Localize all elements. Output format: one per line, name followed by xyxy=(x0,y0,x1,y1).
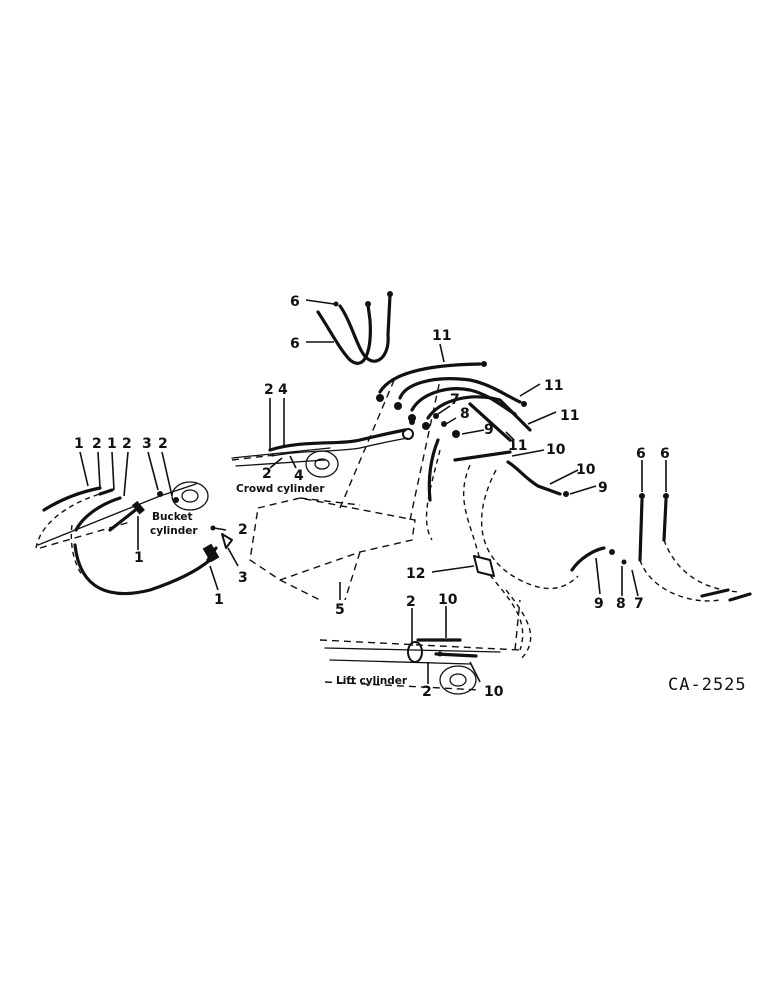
callout-5: 5 xyxy=(335,602,345,618)
callout-11: 11 xyxy=(560,408,579,424)
figure-code: CA-2525 xyxy=(668,675,747,695)
callout-9: 9 xyxy=(484,422,494,438)
callout-1: 1 xyxy=(107,436,117,452)
callout-6: 6 xyxy=(290,294,300,310)
bucket-cylinder-label: Bucket xyxy=(152,511,193,523)
callout-10: 10 xyxy=(546,442,566,458)
callout-10: 10 xyxy=(438,592,458,608)
callout-2: 2 xyxy=(92,436,102,452)
loader-frame-outline xyxy=(231,377,521,691)
callout-6: 6 xyxy=(660,446,670,462)
callout-2: 2 xyxy=(422,684,432,700)
callout-numbers: 1 2 1 2 3 2 1 2 3 1 2 4 2 4 6 6 11 11 11… xyxy=(74,294,670,700)
callout-10: 10 xyxy=(484,684,504,700)
callout-9: 9 xyxy=(594,596,604,612)
callout-11: 11 xyxy=(508,438,527,454)
callout-2: 2 xyxy=(406,594,416,610)
lift-cylinder xyxy=(324,641,501,695)
callout-12: 12 xyxy=(406,566,425,582)
callout-3: 3 xyxy=(142,436,152,452)
callout-10: 10 xyxy=(576,462,596,478)
callout-2: 2 xyxy=(262,466,272,482)
callout-4: 4 xyxy=(294,468,304,484)
callout-2: 2 xyxy=(238,522,248,538)
callout-8: 8 xyxy=(616,596,626,612)
callout-11: 11 xyxy=(432,328,451,344)
crowd-cylinder xyxy=(231,447,339,478)
bucket-cylinder-label-2: cylinder xyxy=(150,525,198,537)
callout-3: 3 xyxy=(238,570,248,586)
callout-1: 1 xyxy=(214,592,224,608)
leader-arrows xyxy=(79,299,667,684)
callout-7: 7 xyxy=(634,596,644,612)
callout-1: 1 xyxy=(134,550,144,566)
callout-2: 2 xyxy=(264,382,274,398)
callout-2: 2 xyxy=(122,436,132,452)
hoses-10-long xyxy=(425,438,627,661)
callout-6: 6 xyxy=(290,336,300,352)
bucket-hoses xyxy=(35,486,233,596)
lift-cylinder-label: Lift cylinder xyxy=(336,675,408,687)
hoses-6-top xyxy=(316,291,393,365)
hoses-11 xyxy=(376,361,532,442)
callout-11: 11 xyxy=(544,378,563,394)
callout-7: 7 xyxy=(450,392,460,408)
callout-9: 9 xyxy=(598,480,608,496)
callout-1: 1 xyxy=(74,436,84,452)
lift-hoses xyxy=(416,638,478,658)
callout-6: 6 xyxy=(636,446,646,462)
hoses-6-right xyxy=(638,493,752,602)
crowd-hose xyxy=(268,419,415,457)
callout-4: 4 xyxy=(278,382,288,398)
valve-fittings-upper xyxy=(433,413,460,438)
crowd-cylinder-label: Crowd cylinder xyxy=(236,483,325,495)
callout-2: 2 xyxy=(158,436,168,452)
callout-8: 8 xyxy=(460,406,470,422)
